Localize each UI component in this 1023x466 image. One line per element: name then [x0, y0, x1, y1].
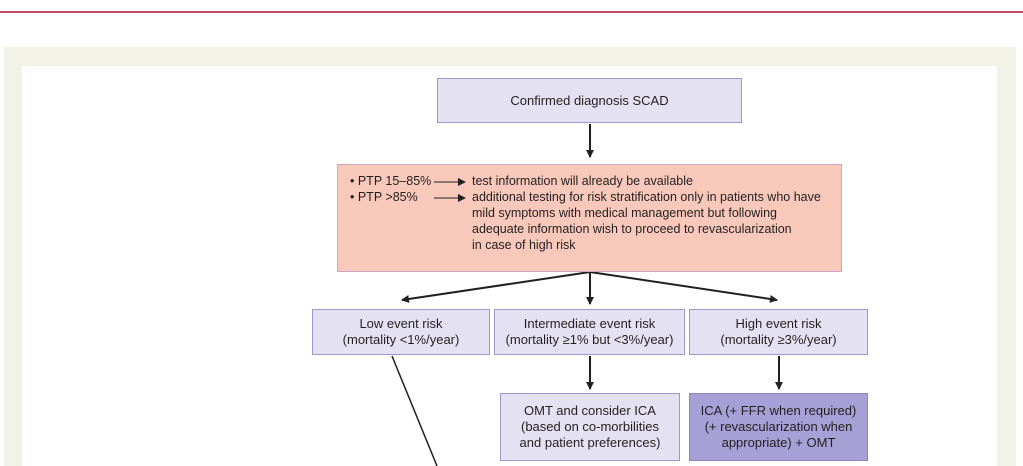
ptp-box: • PTP 15–85% test information will alrea…	[337, 164, 842, 272]
top-rule	[0, 11, 1023, 13]
line-low-down	[391, 355, 438, 466]
omt-box: OMT and consider ICA(based on co-morbili…	[500, 393, 680, 461]
ptp-row-1: • PTP 15–85% test information will alrea…	[350, 173, 831, 189]
ica-box: ICA (+ FFR when required)(+ revasculariz…	[689, 393, 868, 461]
ptp-text: additional testing for risk stratificati…	[472, 190, 821, 252]
arrow-ptp-to-high	[589, 271, 778, 303]
intermediate-risk-box: Intermediate event risk(mortality ≥1% bu…	[494, 309, 685, 355]
arrow-ptp-to-low	[401, 271, 591, 303]
right-arrow-icon	[432, 189, 472, 253]
low-risk-box: Low event risk(mortality <1%/year)	[312, 309, 490, 355]
start-box: Confirmed diagnosis SCAD	[437, 78, 742, 123]
ptp-label: • PTP 15–85%	[350, 174, 432, 188]
ptp-label: • PTP >85%	[350, 190, 418, 204]
right-arrow-icon	[432, 173, 472, 189]
ptp-text: test information will already be availab…	[472, 174, 693, 188]
ptp-row-2: • PTP >85% additional testing for risk s…	[350, 189, 831, 253]
high-risk-box: High event risk(mortality ≥3%/year)	[689, 309, 868, 355]
